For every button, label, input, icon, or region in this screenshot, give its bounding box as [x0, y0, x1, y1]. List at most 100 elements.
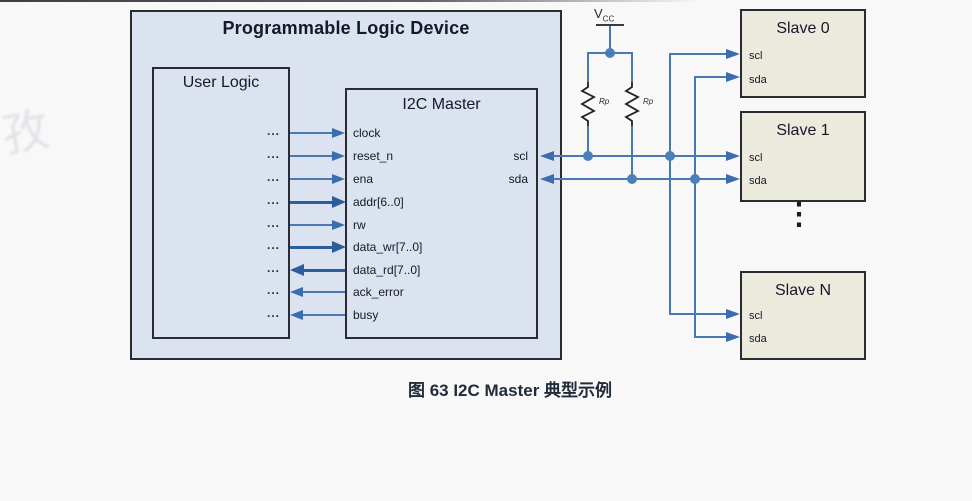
i2c-master-title: I2C Master [402, 96, 481, 113]
signal-row-data-wr: ... data_wr[7..0] [265, 238, 545, 255]
ellipsis: ... [267, 238, 281, 252]
wire-ena [290, 178, 332, 180]
signal-row-ena: ... ena [265, 170, 545, 187]
wire-ack-error [303, 291, 345, 293]
slave0-sda-wire [694, 76, 726, 78]
port-label-sda: sda [508, 172, 528, 186]
junction-dot-scl-pullup [583, 151, 593, 161]
arrowhead-addr [332, 196, 346, 208]
pullup-resistor-scl-icon [580, 82, 596, 126]
port-label-data-wr: data_wr[7..0] [353, 240, 423, 254]
background-watermark: 孜 [0, 102, 53, 162]
port-label-ack-error: ack_error [353, 285, 404, 299]
pullup-scl-top-wire [587, 53, 589, 82]
port-label-rw: rw [353, 218, 366, 232]
figure-caption: 图 63 I2C Master 典型示例 [407, 381, 613, 400]
sda-bus-wire [553, 178, 726, 180]
wire-data-rd [303, 268, 345, 272]
wire-data-wr [290, 245, 332, 249]
slave1-port-scl: scl [749, 152, 763, 164]
sda-branch-vertical-wire [694, 77, 696, 337]
arrowhead-slaveN-scl [726, 309, 740, 319]
signal-row-busy: ... busy [265, 306, 545, 323]
junction-dot-sda-branch [690, 174, 700, 184]
slave0-box: Slave 0 scl sda [740, 9, 866, 98]
arrowhead-slave0-sda [726, 72, 740, 82]
signal-row-data-rd: ... data_rd[7..0] [265, 261, 545, 278]
scl-branch-vertical-wire [669, 54, 671, 314]
ellipsis: ... [267, 124, 281, 138]
ellipsis: ... [267, 261, 281, 275]
slave1-port-sda: sda [749, 175, 767, 187]
port-label-addr: addr[6..0] [353, 195, 404, 209]
port-label-reset-n: reset_n [353, 149, 394, 163]
ellipsis: ... [267, 170, 281, 184]
i2c-master-box [345, 88, 538, 339]
signal-row-ack-error: ... ack_error [265, 283, 545, 300]
pullup-sda-bottom-wire [631, 126, 633, 179]
ellipsis: ... [267, 306, 281, 320]
arrowhead-master-sda [540, 174, 554, 184]
port-label-data-rd: data_rd[7..0] [353, 263, 421, 277]
scl-bus-wire [553, 155, 726, 157]
slave0-scl-wire [669, 53, 726, 55]
slaveN-sda-wire [694, 336, 726, 338]
port-label-scl: scl [513, 149, 528, 163]
signal-row-reset-n: ... reset_n [265, 147, 545, 164]
slave1-title: Slave 1 [776, 122, 830, 139]
vcc-branch-wire [587, 52, 633, 54]
signal-row-addr: ... addr[6..0] [265, 193, 545, 210]
pullup-sda-top-wire [631, 53, 633, 82]
port-label-busy: busy [353, 308, 379, 322]
arrowhead-rw [332, 220, 345, 230]
wire-rw [290, 224, 332, 226]
vcc-rail-icon [596, 24, 624, 26]
arrowhead-ack-error [290, 287, 303, 297]
slaveN-port-sda: sda [749, 333, 767, 345]
slaveN-scl-wire [669, 313, 726, 315]
pullup-label-sda: Rp [643, 97, 654, 106]
pullup-label-scl: Rp [599, 97, 610, 106]
junction-dot-scl-branch [665, 151, 675, 161]
arrowhead-slave1-sda [726, 174, 740, 184]
ellipsis: ... [267, 193, 281, 207]
ellipsis: ... [267, 216, 281, 230]
signal-row-rw: ... rw [265, 216, 545, 233]
ellipsis: ... [267, 147, 281, 161]
wire-clock [290, 132, 332, 134]
ellipsis: ... [267, 283, 281, 297]
port-label-clock: clock [353, 126, 381, 140]
vcc-stem-wire [609, 26, 611, 53]
slaveN-title: Slave N [774, 282, 832, 299]
vcc-label: VCC [594, 6, 615, 24]
wire-reset-n [290, 155, 332, 157]
slave0-title: Slave 0 [776, 20, 830, 37]
pullup-scl-bottom-wire [587, 126, 589, 156]
slave1-box: Slave 1 scl sda [740, 111, 866, 202]
arrowhead-clock [332, 128, 345, 138]
pld-title: Programmable Logic Device [222, 18, 470, 38]
screen-edge-artifact [0, 0, 700, 2]
arrowhead-slave0-scl [726, 49, 740, 59]
slave0-port-sda: sda [749, 74, 767, 86]
wire-addr [290, 200, 332, 204]
pullup-resistor-sda-icon [624, 82, 640, 126]
arrowhead-slave1-scl [726, 151, 740, 161]
arrowhead-data-rd [290, 264, 304, 276]
slaveN-port-scl: scl [749, 310, 763, 322]
arrowhead-ena [332, 174, 345, 184]
arrowhead-slaveN-sda [726, 332, 740, 342]
junction-dot-sda-pullup [627, 174, 637, 184]
user-logic-title: User Logic [182, 74, 260, 91]
slave0-port-scl: scl [749, 50, 763, 62]
arrowhead-busy [290, 310, 303, 320]
port-label-ena: ena [353, 172, 374, 186]
arrowhead-reset-n [332, 151, 345, 161]
signal-row-clock: ... clock [265, 124, 545, 141]
slaveN-box: Slave N scl sda [740, 271, 866, 360]
user-logic-box [152, 67, 290, 339]
arrowhead-master-scl [540, 151, 554, 161]
wire-busy [303, 314, 345, 316]
arrowhead-data-wr [332, 241, 346, 253]
slaves-continuation-ellipsis: ⋮ [784, 198, 814, 231]
